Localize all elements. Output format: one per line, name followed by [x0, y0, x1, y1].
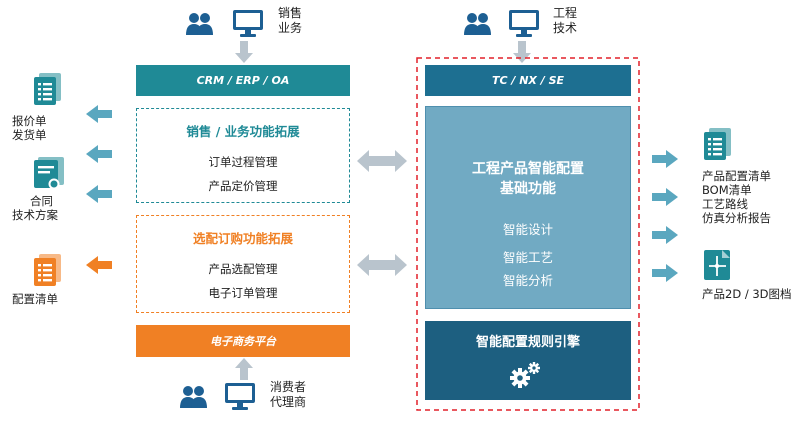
sales-function-item: 订单过程管理: [208, 155, 278, 169]
output-label-config-list: 配置清单: [12, 292, 58, 306]
output-label-contract: 合同: [30, 194, 53, 208]
output-arrow-right-3: [652, 226, 678, 244]
engineering-down-arrow: [513, 41, 531, 63]
output-arrow-left-2: [86, 145, 112, 163]
output-label-tech-plan: 技术方案: [12, 208, 58, 222]
core-item: 智能分析: [502, 273, 553, 288]
sales-function-title: 销售 / 业务功能拓展: [186, 124, 300, 139]
engineering-container: [416, 57, 640, 411]
output-arrow-right-4: [652, 264, 678, 282]
tc-nx-se-bar: TC / NX / SE: [425, 65, 631, 96]
sales-function-item: 产品定价管理: [208, 179, 278, 193]
sales-role-label: 销售业务: [278, 6, 303, 35]
output-arrow-right-1: [652, 150, 678, 168]
core-item: 智能工艺: [502, 250, 553, 265]
output-label-quote: 报价单发货单: [12, 114, 47, 142]
sales-function-box: 销售 / 业务功能拓展 订单过程管理 产品定价管理: [136, 108, 350, 203]
sales-users-icon: [186, 13, 213, 35]
output-arrow-left-4: [86, 256, 112, 274]
rule-engine-title: 智能配置规则引擎: [475, 335, 580, 350]
drawing-icon: [704, 250, 730, 280]
gears-icon: [510, 362, 540, 388]
core-function-title: 工程产品智能配置 基础功能: [472, 161, 584, 197]
crm-erp-oa-bar: CRM / ERP / OA: [136, 65, 350, 96]
consumer-role-label: 消费者代理商: [270, 380, 307, 409]
sales-monitor-icon: [233, 10, 263, 37]
consumer-up-arrow: [235, 358, 253, 380]
output-label-config-bom: 产品配置清单 BOM清单 工艺路线 仿真分析报告: [702, 169, 771, 225]
sales-down-arrow: [235, 41, 253, 63]
engineering-monitor-icon: [509, 10, 539, 37]
ecommerce-bar: 电子商务平台: [136, 325, 350, 357]
output-label-2d-3d: 产品2D / 3D图档: [702, 287, 792, 301]
config-order-title: 选配订购功能拓展: [192, 231, 293, 246]
core-item: 智能设计: [502, 222, 553, 237]
consumer-monitor-icon: [225, 383, 255, 410]
output-arrow-left-3: [86, 185, 112, 203]
config-bom-document-icon: [704, 128, 731, 160]
config-order-box: 选配订购功能拓展 产品选配管理 电子订单管理: [136, 215, 350, 313]
core-function-box: 工程产品智能配置 基础功能 智能设计 智能工艺 智能分析: [425, 106, 631, 309]
output-arrow-right-2: [652, 188, 678, 206]
config-list-document-icon: [34, 254, 61, 286]
engineering-users-icon: [464, 13, 491, 35]
rule-engine-box: 智能配置规则引擎: [425, 321, 631, 400]
sync-arrow-upper: [357, 150, 407, 172]
certificate-icon: [34, 157, 64, 190]
sync-arrow-lower: [357, 254, 407, 276]
config-order-item: 产品选配管理: [208, 262, 278, 276]
engineering-role-label: 工程技术: [553, 6, 578, 35]
config-order-item: 电子订单管理: [208, 286, 278, 300]
quote-document-icon: [34, 73, 61, 105]
consumer-users-icon: [180, 386, 207, 408]
output-arrow-left-1: [86, 105, 112, 123]
